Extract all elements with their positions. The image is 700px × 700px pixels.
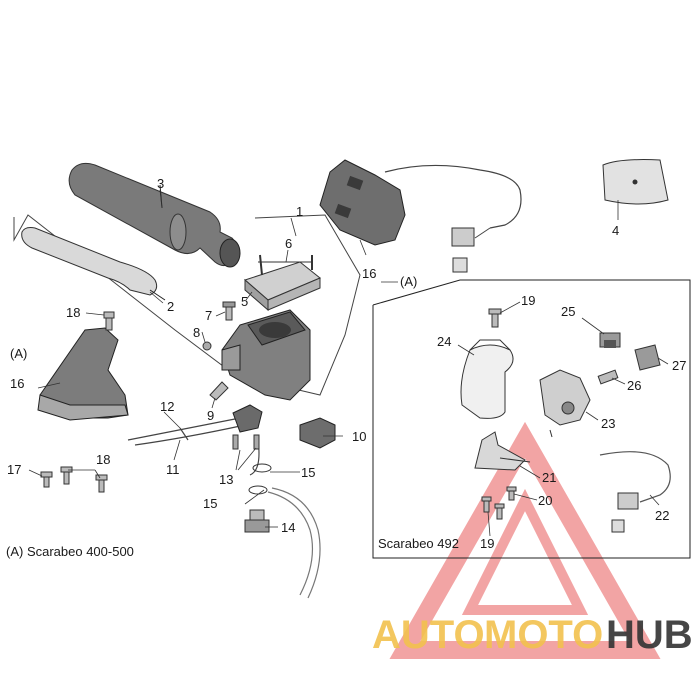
label-9: 9 <box>207 408 214 423</box>
watermark-logo: AUTO MOTO HUB <box>372 613 693 657</box>
label-4: 4 <box>612 223 619 238</box>
bracket-part-21 <box>474 431 531 471</box>
label-14: 14 <box>281 520 295 535</box>
caption-inset: Scarabeo 492 <box>378 536 459 551</box>
label-15b: 15 <box>203 496 217 511</box>
label-19b: 19 <box>480 536 494 551</box>
label-10: 10 <box>352 429 366 444</box>
label-17: 17 <box>7 462 21 477</box>
label-7: 7 <box>205 308 212 323</box>
watermark-triangle <box>389 421 661 659</box>
switch-part-27 <box>634 344 661 371</box>
nut-part-8 <box>202 341 212 351</box>
label-6: 6 <box>285 236 292 251</box>
brake-hose <box>267 487 321 599</box>
brake-lever-part-2 <box>21 227 166 301</box>
switch-housing-part-16-top <box>319 159 522 273</box>
clamp-part-10 <box>299 417 336 449</box>
label-2: 2 <box>167 299 174 314</box>
cap-part-4 <box>602 159 669 205</box>
inset-box <box>372 279 691 559</box>
label-27: 27 <box>672 358 686 373</box>
watermark-hub: HUB <box>606 613 693 657</box>
banjo-bolt-part-14 <box>244 509 270 533</box>
switch-part-9 <box>209 381 229 401</box>
label-11: 11 <box>166 462 180 477</box>
label-16b: 16 <box>362 266 376 281</box>
watermark-auto: AUTO <box>372 613 485 657</box>
label-16a-tag: (A) <box>10 346 27 361</box>
label-25: 25 <box>561 304 575 319</box>
harness-part-22 <box>599 451 671 533</box>
label-5: 5 <box>241 294 248 309</box>
label-23: 23 <box>601 416 615 431</box>
label-20: 20 <box>538 493 552 508</box>
label-16a: 16 <box>10 376 24 391</box>
screws-part-17-18 <box>40 311 115 493</box>
label-26: 26 <box>627 378 641 393</box>
label-19a: 19 <box>521 293 535 308</box>
label-18b: 18 <box>96 452 110 467</box>
switch-part-25 <box>599 332 621 348</box>
label-8: 8 <box>193 325 200 340</box>
caption-variant-a: (A) Scarabeo 400-500 <box>6 544 134 559</box>
reservoir-cover-part-5-6 <box>244 254 321 312</box>
cover-part-24 <box>460 339 514 419</box>
label-16b-tag: (A) <box>400 274 417 289</box>
housing-part-23 <box>539 369 591 438</box>
cover-part-16-left <box>37 327 129 421</box>
watermark-moto: MOTO <box>484 613 603 657</box>
washers-part-15 <box>248 463 272 495</box>
screw-part-7 <box>222 301 236 321</box>
label-15a: 15 <box>301 465 315 480</box>
screws-part-19-20 <box>481 308 517 520</box>
master-cylinder <box>221 309 311 401</box>
label-12: 12 <box>160 399 174 414</box>
label-22: 22 <box>655 508 669 523</box>
label-21: 21 <box>542 470 556 485</box>
switch-part-13 <box>232 404 263 450</box>
label-1: 1 <box>296 204 303 219</box>
label-18a: 18 <box>66 305 80 320</box>
grip-part-3 <box>68 162 241 268</box>
leader-lines <box>28 189 669 537</box>
switch-part-26 <box>597 369 619 385</box>
label-13: 13 <box>219 472 233 487</box>
label-24: 24 <box>437 334 451 349</box>
label-3: 3 <box>157 176 164 191</box>
